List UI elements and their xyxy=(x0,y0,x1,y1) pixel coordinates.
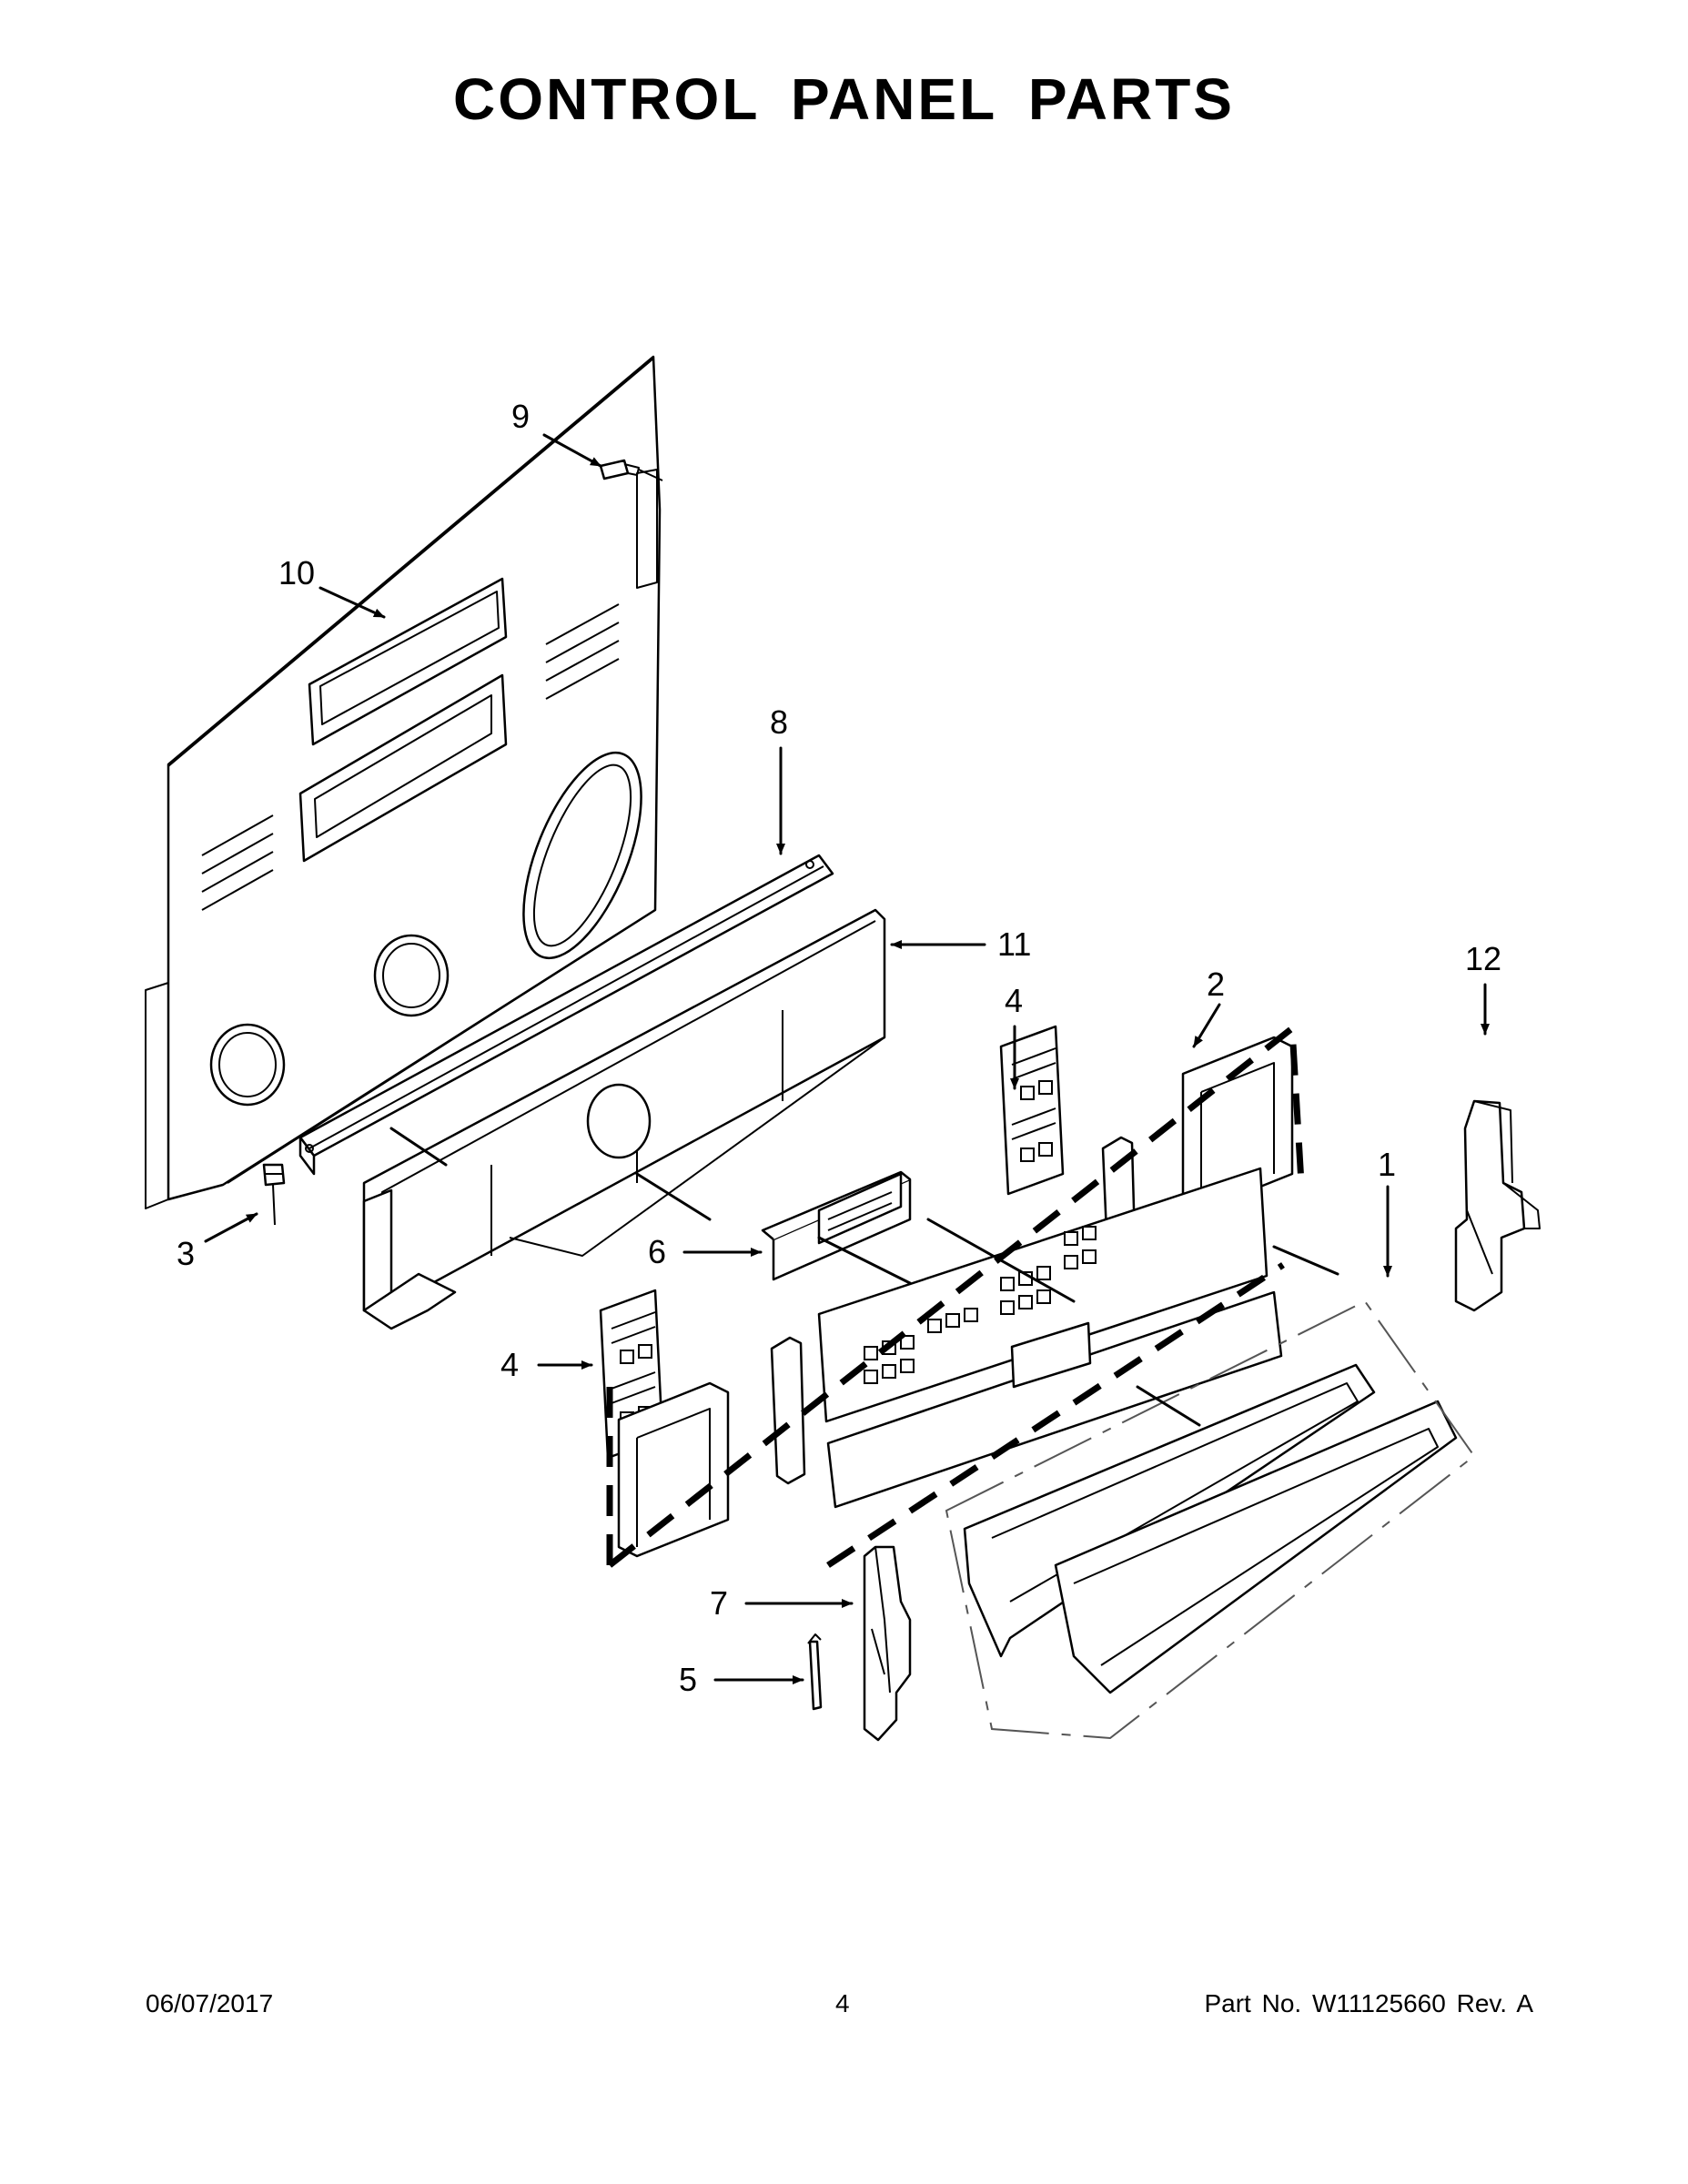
page-title: CONTROL PANEL PARTS xyxy=(453,66,1235,132)
callout-3: 3 xyxy=(177,1235,195,1272)
callout-labels: 9 10 8 11 12 4 2 1 3 6 4 7 5 xyxy=(177,398,1501,1698)
callout-5: 5 xyxy=(679,1661,697,1698)
callout-4-upper: 4 xyxy=(1005,982,1023,1019)
callout-11: 11 xyxy=(997,925,1031,963)
leader-lines xyxy=(389,1127,1339,1427)
callout-9: 9 xyxy=(511,398,530,435)
callout-4-lower: 4 xyxy=(500,1346,519,1383)
small-bracket-left xyxy=(770,1336,806,1485)
rear-panel-part-10 xyxy=(145,355,662,1209)
footer-page-number: 4 xyxy=(835,1989,850,2017)
clip-part-5 xyxy=(807,1633,823,1711)
callout-7: 7 xyxy=(710,1584,728,1622)
dashed-assembly-frame xyxy=(606,1022,1305,1568)
rail-bracket-part-8 xyxy=(298,854,834,1176)
callout-12: 12 xyxy=(1465,940,1501,977)
hinge-bracket-part-2-left xyxy=(617,1381,730,1558)
callout-arrows xyxy=(204,433,1490,1684)
board-module-part-4-upper xyxy=(999,1025,1065,1196)
callout-2: 2 xyxy=(1207,966,1225,1003)
ghost-outline xyxy=(945,1299,1476,1740)
hinge-bracket-part-2-right xyxy=(1181,1036,1294,1212)
callout-1: 1 xyxy=(1378,1146,1396,1183)
end-bracket-part-7 xyxy=(863,1545,912,1742)
callout-6: 6 xyxy=(648,1233,666,1270)
screw-part-9 xyxy=(599,459,663,481)
footer-date: 06/07/2017 xyxy=(146,1989,274,2017)
control-board-part-6 xyxy=(761,1170,912,1281)
console-keypad-part-1 xyxy=(817,1167,1283,1509)
footer-part-number: Part No. W11125660 Rev. A xyxy=(1204,1989,1533,2017)
callout-8: 8 xyxy=(770,703,788,741)
panel-shield-part-11 xyxy=(362,908,886,1330)
callout-10: 10 xyxy=(278,554,315,592)
screw-part-3 xyxy=(262,1163,286,1226)
end-bracket-part-12 xyxy=(1454,1099,1541,1312)
front-trim xyxy=(963,1363,1458,1694)
